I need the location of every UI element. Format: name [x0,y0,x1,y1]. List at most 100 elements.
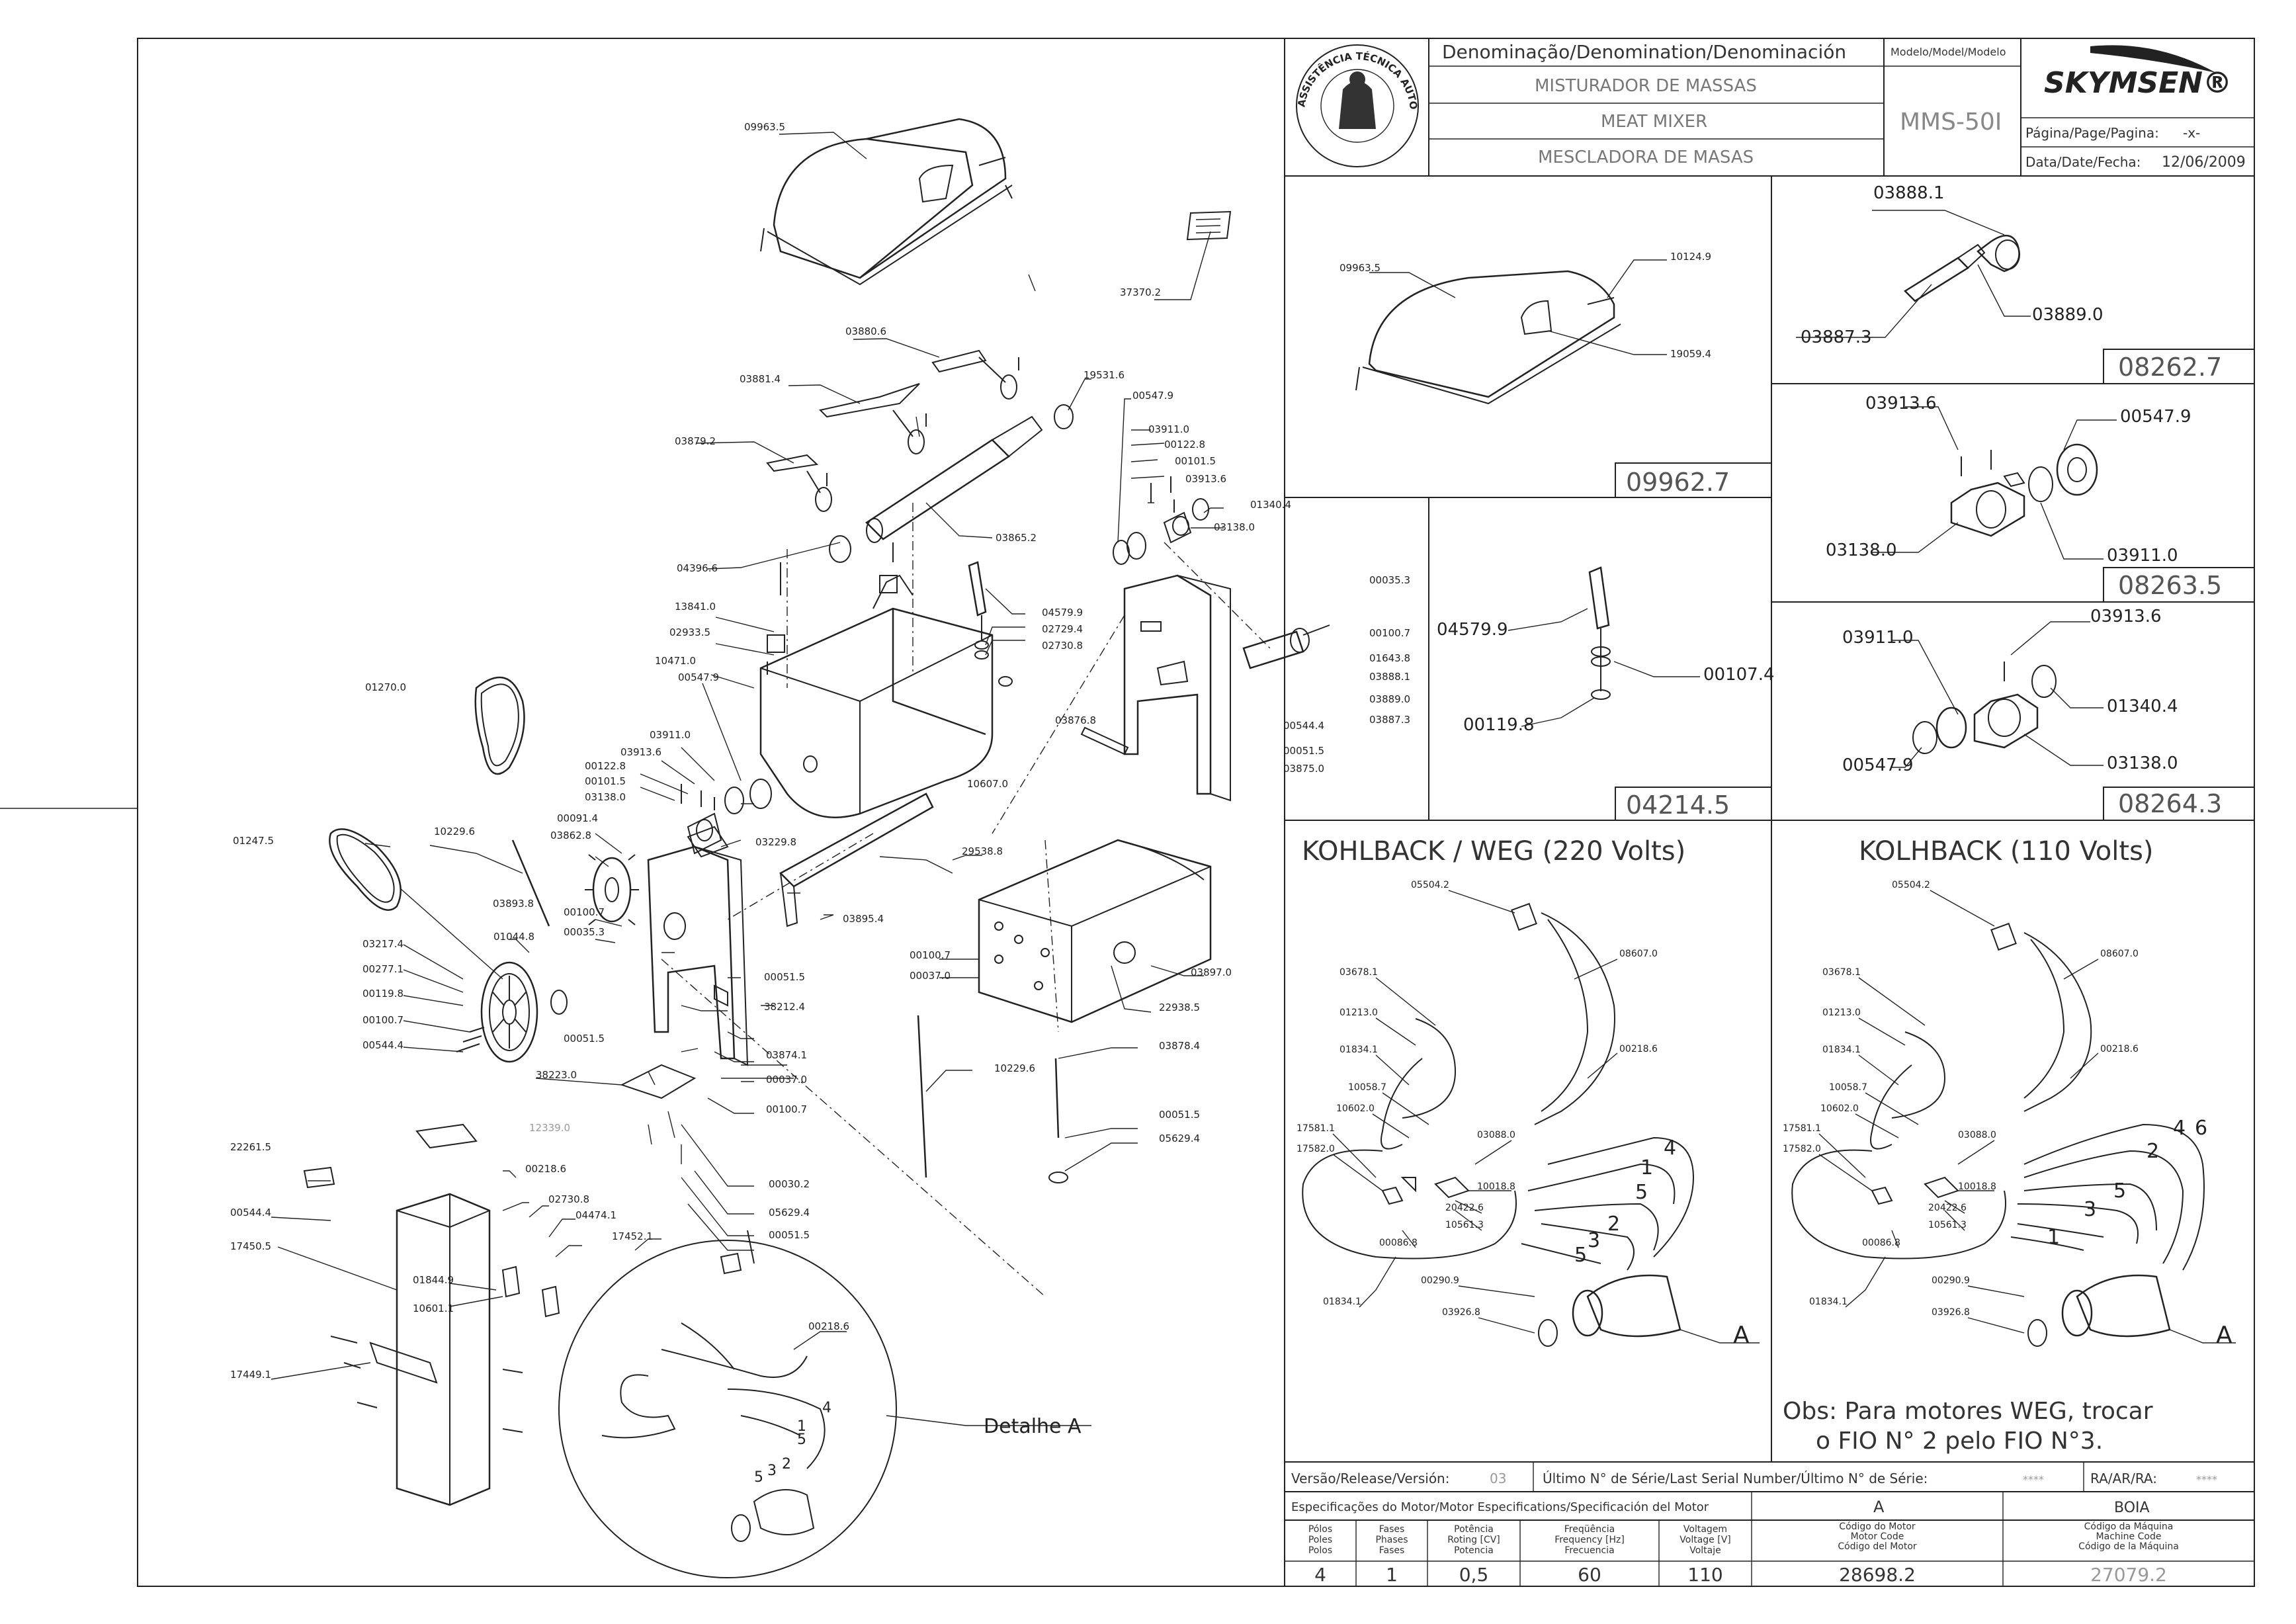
part-label: 19531.6 [1084,369,1125,381]
part-label: 17452.1 [612,1230,653,1242]
version-value: 03 [1490,1471,1506,1486]
belt-01270-drawing [474,676,525,775]
wiring-label: 00218.6 [1619,1044,1658,1054]
panel-label: 19059.4 [1670,348,1711,360]
assembly-number: 04214.5 [1626,791,1730,820]
panel-label: 00107.4 [1703,665,1775,685]
title-block: ASSISTÊNCIA TÉCNICA AUTORIZADA Denominaç… [0,0,2255,177]
machine-code-value: 27079.2 [2090,1564,2167,1586]
serial-value: **** [2023,1473,2044,1486]
mixer-label: BOIA [2114,1500,2150,1516]
panel-08263: 03913.6 00547.9 03138.0 03911.0 08263.5 [1826,394,2222,600]
wiring-label: 00218.6 [2100,1044,2139,1054]
locking-handle-drawing [968,561,1013,687]
part-label: 00091.4 [557,812,598,824]
part-label: 03865.2 [996,532,1037,544]
part-label: 03875.0 [1283,763,1324,775]
wiring-label: 17581.1 [1297,1123,1335,1134]
wiring-label: 00086.8 [1862,1238,1900,1248]
motor-housing-drawing [978,839,1212,1023]
part-label: 00122.8 [585,760,626,772]
wiring-label: 17582.0 [1297,1144,1335,1154]
power-value: 0,5 [1459,1564,1489,1586]
part-label-faded: 12339.0 [529,1122,570,1134]
denomination-header: Denominação/Denomination/Denominación [1442,41,1846,63]
obs-note-line1: Obs: Para motores WEG, trocar [1783,1398,2153,1425]
wiring-title: KOHLBACK / WEG (220 Volts) [1302,836,1685,867]
label-plate-drawing [1186,210,1232,241]
brand-swoosh-icon [2090,45,2216,73]
part-label: 00547.9 [1132,390,1173,402]
wiring-label: 01834.1 [1339,1045,1378,1055]
panel-label: 00547.9 [2120,407,2191,427]
model-value: MMS-50I [1900,108,2002,136]
detail-a-drawing [558,1230,897,1578]
svg-text:1: 1 [1640,1156,1653,1179]
panel-label: 00547.9 [1842,755,1914,775]
detail-a-wire-numbers: 4 1 5 2 5 3 [754,1400,831,1486]
part-label: 37370.2 [1120,286,1161,298]
part-label: 00051.5 [1283,745,1324,757]
top-cover-drawing [760,118,1013,286]
part-label: 01844.9 [413,1274,454,1286]
wiring-label: 08607.0 [2100,949,2139,959]
part-label: 00100.7 [362,1014,404,1026]
motor-letter: A [1733,1322,1750,1349]
part-label: 01643.8 [1369,652,1410,664]
wiring-label: 03678.1 [1339,967,1378,978]
svg-text:Código da Máquina: Código da Máquina [2084,1521,2174,1532]
large-pulley-drawing [456,961,568,1063]
assembly-number: 08262.7 [2118,353,2222,382]
mixing-bowl-drawing [759,542,994,818]
part-label: 10607.0 [967,778,1008,790]
svg-text:5: 5 [1635,1181,1648,1204]
wiring-diagram-110v: KOLHBACK (110 Volts) 05504.2 08607.0 036… [1783,836,2236,1455]
svg-text:Polos: Polos [1308,1545,1332,1556]
wiring-label: 03088.0 [1477,1130,1515,1140]
panel-label: 01340.4 [2107,697,2178,716]
frequency-value: 60 [1578,1564,1601,1586]
part-label: 03879.2 [675,435,716,447]
panel-09962: 09963.5 10124.9 19059.4 09962.7 [1339,251,1730,497]
svg-text:Potencia: Potencia [1454,1545,1494,1556]
authorized-service-seal: ASSISTÊNCIA TÉCNICA AUTORIZADA [0,0,1420,167]
part-label: 03887.3 [1369,714,1410,726]
part-label: 10229.6 [434,826,475,837]
svg-text:Código do Motor: Código do Motor [1839,1521,1916,1532]
wiring-label: 00086.8 [1379,1238,1418,1248]
svg-text:Frecuencia: Frecuencia [1564,1545,1614,1556]
part-label: 00030.2 [769,1178,810,1190]
wiring-label: 10602.0 [1336,1103,1375,1114]
name-pt: MISTURADOR DE MASSAS [1535,76,1757,96]
panel-08262: 03888.1 03889.0 03887.3 08262.7 [1796,183,2222,382]
support-leg-drawing [330,1193,560,1506]
part-label: 17450.5 [230,1240,271,1252]
page-label: Página/Page/Pagina: [2025,125,2159,141]
svg-text:3: 3 [1588,1229,1600,1252]
wiring-label: 10602.0 [1820,1103,1859,1114]
phases-value: 1 [1386,1564,1398,1586]
sprocket-drawing [585,854,639,925]
panel-label: 03889.0 [2032,305,2104,325]
name-es: MESCLADORA DE MASAS [1538,148,1754,167]
part-label: 03911.0 [1148,423,1189,435]
part-label: 00277.1 [362,963,404,975]
right-support-frame-drawing [1080,574,1330,802]
part-label: 03911.0 [650,729,691,741]
wiring-label: 03088.0 [1958,1130,1996,1140]
wiring-label: 00290.9 [1932,1275,1970,1286]
name-en: MEAT MIXER [1601,112,1707,132]
part-label: 17449.1 [230,1369,271,1381]
part-label: 00037.0 [910,970,951,982]
wiring-label: 10561.3 [1928,1220,1967,1230]
part-label: 00119.8 [362,988,404,1000]
svg-text:2: 2 [2147,1140,2159,1163]
part-label: 10229.6 [994,1062,1035,1074]
wiring-title: KOLHBACK (110 Volts) [1859,836,2154,867]
svg-text:2: 2 [1607,1213,1620,1236]
wiring-label: 10561.3 [1445,1220,1484,1230]
part-label: 03895.4 [843,913,884,925]
panel-label: 03887.3 [1801,327,1872,347]
mixing-arms-drawing [766,349,1019,512]
